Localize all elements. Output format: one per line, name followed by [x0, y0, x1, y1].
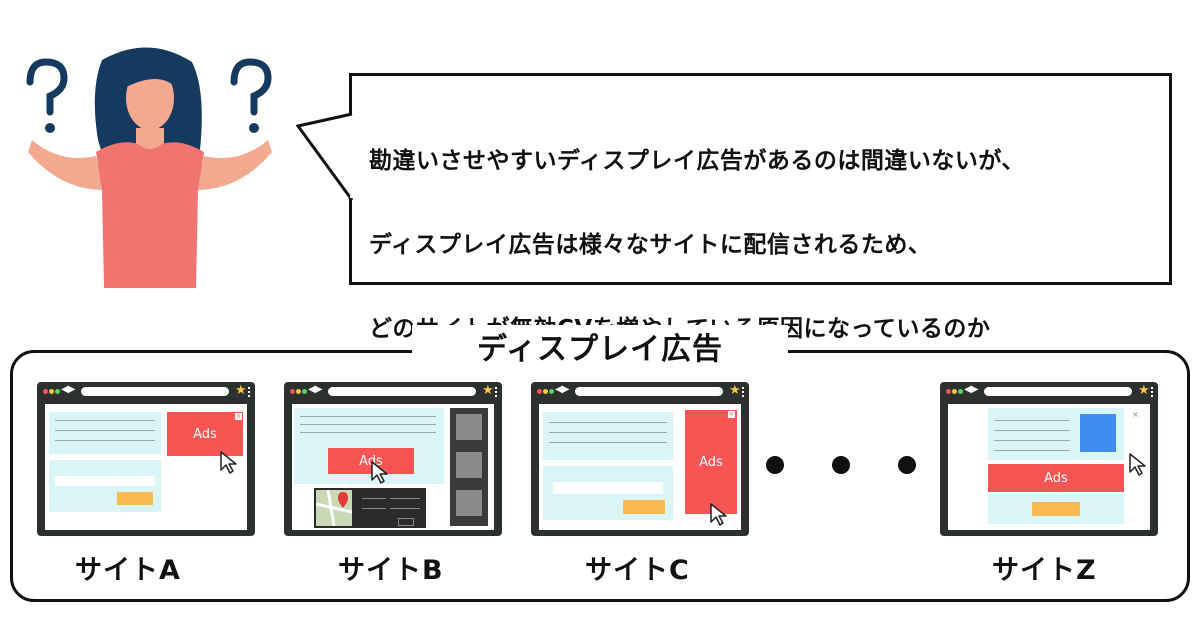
star-icon: ★	[235, 383, 247, 398]
page-area: Ads	[292, 404, 494, 530]
ad-close-icon[interactable]: ×	[728, 411, 735, 418]
speech-bubble	[349, 73, 1172, 285]
close-icon[interactable]: ×	[1132, 410, 1139, 419]
address-bar	[575, 387, 723, 396]
speech-bubble-tail	[296, 112, 354, 201]
ad-banner[interactable]: Ads	[685, 410, 737, 514]
page-area: Ads ×	[539, 404, 741, 530]
site-label: サイトZ	[992, 555, 1097, 586]
group-title: ディスプレイ広告	[412, 325, 788, 375]
blue-image-block	[1080, 414, 1116, 452]
menu-icon	[248, 387, 250, 397]
page-area: × Ads	[948, 404, 1150, 530]
nav-arrows-icon: ◀▶	[61, 384, 75, 395]
site-z-browser-window: ◀▶ ★ × Ads	[940, 382, 1158, 536]
menu-icon	[742, 387, 744, 397]
ad-banner[interactable]: Ads	[328, 448, 414, 474]
ellipsis-dot-icon	[832, 456, 850, 474]
site-label: サイトA	[75, 555, 181, 586]
mouse-cursor-icon	[1129, 453, 1146, 476]
page-area: Ads ×	[45, 404, 247, 530]
address-bar	[81, 387, 229, 396]
site-label: サイトC	[585, 555, 690, 586]
site-a-browser-window: ◀▶ ★ Ads ×	[37, 382, 255, 536]
site-label: サイトB	[338, 555, 444, 586]
ellipsis-dot-icon	[766, 456, 784, 474]
star-icon: ★	[1138, 383, 1150, 398]
mouse-cursor-icon	[710, 503, 727, 526]
address-bar	[984, 387, 1132, 396]
menu-icon	[495, 387, 497, 397]
nav-arrows-icon: ◀▶	[964, 384, 978, 395]
mouse-cursor-icon	[371, 461, 388, 484]
site-b-browser-window: ◀▶ ★ Ads	[284, 382, 502, 536]
speech-line: ディスプレイ広告は様々なサイトに配信されるため、	[369, 232, 932, 258]
nav-arrows-icon: ◀▶	[555, 384, 569, 395]
map-pin-icon	[316, 490, 352, 526]
mouse-cursor-icon	[220, 451, 237, 474]
site-c-browser-window: ◀▶ ★ Ads ×	[531, 382, 749, 536]
star-icon: ★	[482, 383, 494, 398]
question-mark-icon	[230, 58, 272, 116]
star-icon: ★	[729, 383, 741, 398]
ellipsis-dot-icon	[898, 456, 916, 474]
question-mark-icon	[26, 58, 68, 116]
ad-banner[interactable]: Ads	[167, 412, 243, 456]
ad-close-icon[interactable]: ×	[235, 413, 242, 420]
ad-banner[interactable]: Ads	[988, 464, 1124, 492]
confused-woman-icon	[26, 47, 272, 288]
nav-arrows-icon: ◀▶	[308, 384, 322, 395]
menu-icon	[1151, 387, 1153, 397]
speech-line: 勘違いさせやすいディスプレイ広告があるのは間違いないが、	[369, 148, 1025, 174]
address-bar	[328, 387, 476, 396]
